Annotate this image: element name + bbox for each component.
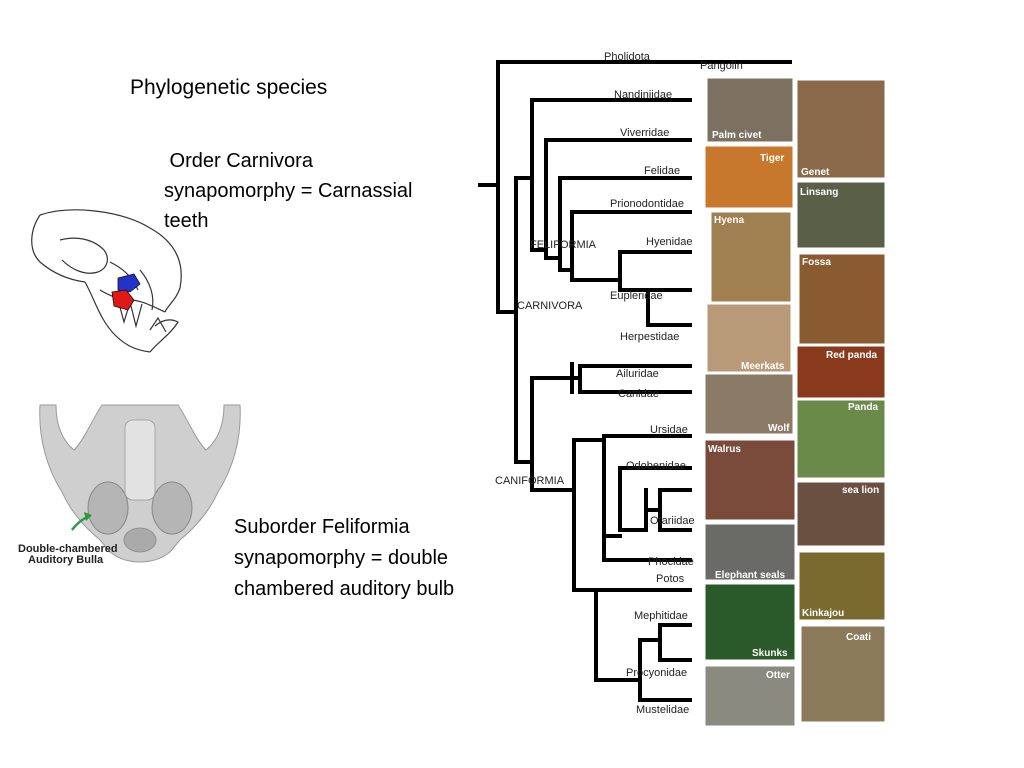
photo-caption: Panda [848, 402, 878, 413]
photo-genet: Genet [796, 79, 886, 179]
photo-caption: Elephant seals [715, 570, 785, 581]
tree-label-family: Herpestidae [620, 331, 679, 343]
tree-label-family: Ursidae [650, 424, 688, 436]
photo-caption: Otter [766, 670, 790, 681]
tree-label-family: Otariidae [650, 515, 695, 527]
tree-label-family: Phocidae [648, 556, 694, 568]
photo-coati: Coati [800, 625, 886, 723]
skull-drawing [31, 209, 182, 353]
photo-kinkajou: Kinkajou [798, 551, 886, 621]
tree-label-family: Ailuridae [616, 368, 659, 380]
clade-label-caniformia: CANIFORMIA [495, 475, 565, 487]
tree-label-pangolin: Pangolin [700, 60, 743, 72]
photo-walrus: Walrus [704, 439, 796, 521]
suborder-text-line: Suborder Feliformia [234, 516, 410, 538]
photo-caption: Walrus [708, 444, 741, 455]
carnassial-teeth [111, 273, 141, 311]
photo-fossa: Fossa [798, 253, 886, 345]
photo-elephant-seals: Elephant seals [704, 523, 796, 581]
slide-title: Phylogenetic species [130, 76, 328, 99]
photo-caption: Red panda [826, 350, 878, 361]
tree-label-family: Prionodontidae [610, 198, 684, 210]
tree-label-family: Felidae [644, 165, 680, 177]
photo-caption: sea lion [842, 485, 879, 496]
tree-label-family: Eupleridae [610, 290, 663, 302]
photo-caption: Hyena [714, 215, 744, 226]
photo-caption: Wolf [768, 423, 790, 434]
tree-label-family: Nandiniidae [614, 89, 672, 101]
bulla-label-line: Auditory Bulla [28, 554, 104, 566]
tree-label-family: Odobenidae [626, 460, 686, 472]
photo-panda: Panda [796, 399, 886, 479]
tree-label-family: Mustelidae [636, 704, 689, 716]
order-text-line: teeth [164, 210, 209, 232]
clade-label-carnivora: CARNIVORA [517, 300, 583, 312]
bulla-label-line: Double-chambered [18, 543, 118, 555]
photo-red-panda: Red panda [796, 345, 886, 399]
order-text-line: Order Carnivora [164, 150, 313, 172]
suborder-text-line: chambered auditory bulb [234, 578, 455, 600]
photo-caption: Tiger [760, 153, 784, 164]
photo-caption: Genet [801, 167, 830, 178]
photo-otter: Otter [704, 665, 796, 727]
photo-caption: Coati [846, 632, 871, 643]
photo-caption: Kinkajou [802, 608, 844, 619]
photo-linsang: Linsang [796, 181, 886, 249]
tree-label-family: Potos [656, 573, 685, 585]
photo-meerkats: Meerkats [706, 303, 792, 373]
tree-label-family: Canidae [618, 388, 659, 400]
photo-caption: Fossa [802, 257, 831, 268]
photo-caption: Linsang [800, 187, 838, 198]
phylogenetic-tree [478, 60, 792, 702]
photo-palm-civet: Palm civet [706, 77, 794, 143]
photo-skunks: Skunks [704, 583, 796, 661]
photo-tiger: Tiger [704, 145, 794, 209]
photo-caption: Meerkats [741, 361, 785, 372]
tree-label-family: Procyonidae [626, 667, 687, 679]
clade-label-feliformia: FELIFORMIA [530, 239, 597, 251]
order-text-line: synapomorphy = Carnassial [164, 180, 413, 202]
tree-label-family: Hyenidae [646, 236, 692, 248]
order-carnivora-text: Order Carnivora synapomorphy = Carnassia… [164, 146, 464, 236]
photo-sea-lion: sea lion [796, 481, 886, 547]
tree-label-family: Viverridae [620, 127, 669, 139]
photo-hyena: Hyena [710, 211, 792, 303]
suborder-feliformia-text: Suborder Feliformia synapomorphy = doubl… [234, 512, 534, 605]
photo-caption: Skunks [752, 648, 788, 659]
bulla-skull-figure [39, 404, 241, 563]
photo-wolf: Wolf [704, 373, 794, 435]
suborder-text-line: synapomorphy = double [234, 547, 449, 569]
tree-label-pholidota: Pholidota [604, 51, 651, 63]
photo-caption: Palm civet [712, 130, 762, 141]
tree-label-family: Mephitidae [634, 610, 688, 622]
